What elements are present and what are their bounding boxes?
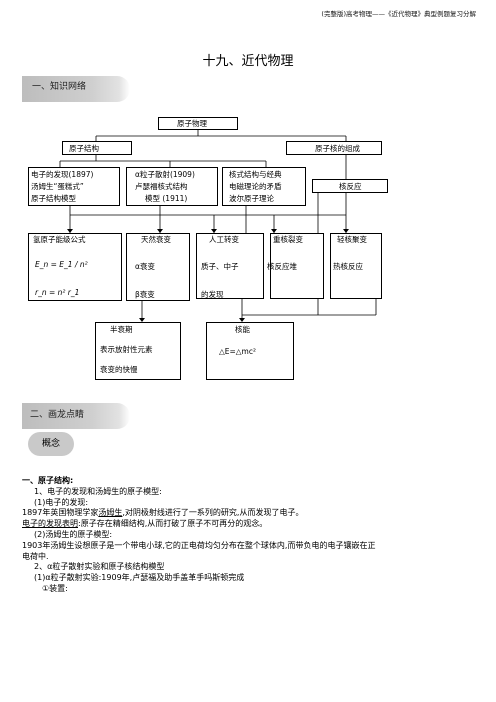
paragraph: ①装置: (42, 583, 68, 593)
paragraph: (2)汤姆生的原子模型: (34, 529, 113, 539)
paragraph: 2、α粒子散射实验和原子核结构模型 (34, 562, 165, 572)
node-nucleus-composition: 原子核的组成 (286, 141, 382, 155)
section-pill-highlights: 二、画龙点睛 (22, 403, 130, 429)
heading-atomic-structure: 一、原子结构: (22, 476, 74, 485)
node-alpha-scattering: α粒子散射(1909) 卢瑟福核式结构 模型 (1911) (126, 167, 218, 206)
section-pill-knowledge-network: 一、知识网络 (22, 76, 130, 102)
node-hydrogen-levels: 氢原子能级公式 E_n = E_1 / n² r_n = n² r_1 (28, 233, 122, 301)
body-content: 一、原子结构: 1、电子的发现和汤姆生的原子模型: (1)电子的发现: 1897… (22, 476, 482, 595)
concept-pill: 概念 (28, 432, 74, 456)
radius-formula: r_n = n² r_1 (35, 288, 80, 297)
paragraph: (1)电子的发现: (34, 497, 89, 507)
node-electron-discovery: 电子的发现(1897) 汤姆生“蛋糕式” 原子结构模型 (28, 167, 120, 206)
node-atomic-structure: 原子结构 (62, 141, 132, 155)
energy-level-formula: E_n = E_1 / n² (35, 260, 88, 269)
node-nuclear-energy: 核能 △E=△mc² (206, 322, 294, 380)
page-title: 十九、近代物理 (202, 54, 294, 69)
paragraph: 电荷中. (22, 551, 49, 561)
node-atomic-physics: 原子物理 (158, 117, 238, 130)
diagram-connectors (57, 129, 377, 322)
paragraph: 电子的发现表明:原子存在精细结构,从而打破了原子不可再分的观念。 (22, 519, 268, 529)
node-nuclear-reaction: 核反应 (312, 179, 388, 193)
node-artificial-transmutation: 人工转变 质子、中子 的发现 (196, 233, 264, 299)
node-natural-decay: 天然衰变 α衰变 β衰变 (126, 233, 190, 301)
paragraph: (1)α粒子散射实验:1909年,卢瑟福及助手盖革手吗斯顿完成 (34, 573, 245, 583)
paragraph: 1903年汤姆生设想原子是一个带电小球,它的正电荷均匀分布在整个球体内,而带负电… (22, 540, 376, 550)
paragraph: 1、电子的发现和汤姆生的原子模型: (34, 486, 162, 496)
header-note: (完整版)高考物理——《近代物理》典型例题复习分解 (321, 10, 476, 18)
node-heavy-fission: 重核裂变 核反应堆 (267, 233, 324, 299)
node-bohr-theory: 核式结构与经典 电磁理论的矛盾 波尔原子理论 (222, 167, 306, 206)
paragraph: 1897年英国物理学家汤姆生,对阴极射线进行了一系列的研究,从而发现了电子。 (22, 508, 304, 518)
node-light-fusion: 轻核聚变 热核反应 (330, 233, 382, 299)
node-half-life: 半衰期 表示放射性元素 衰变的快慢 (95, 322, 181, 380)
